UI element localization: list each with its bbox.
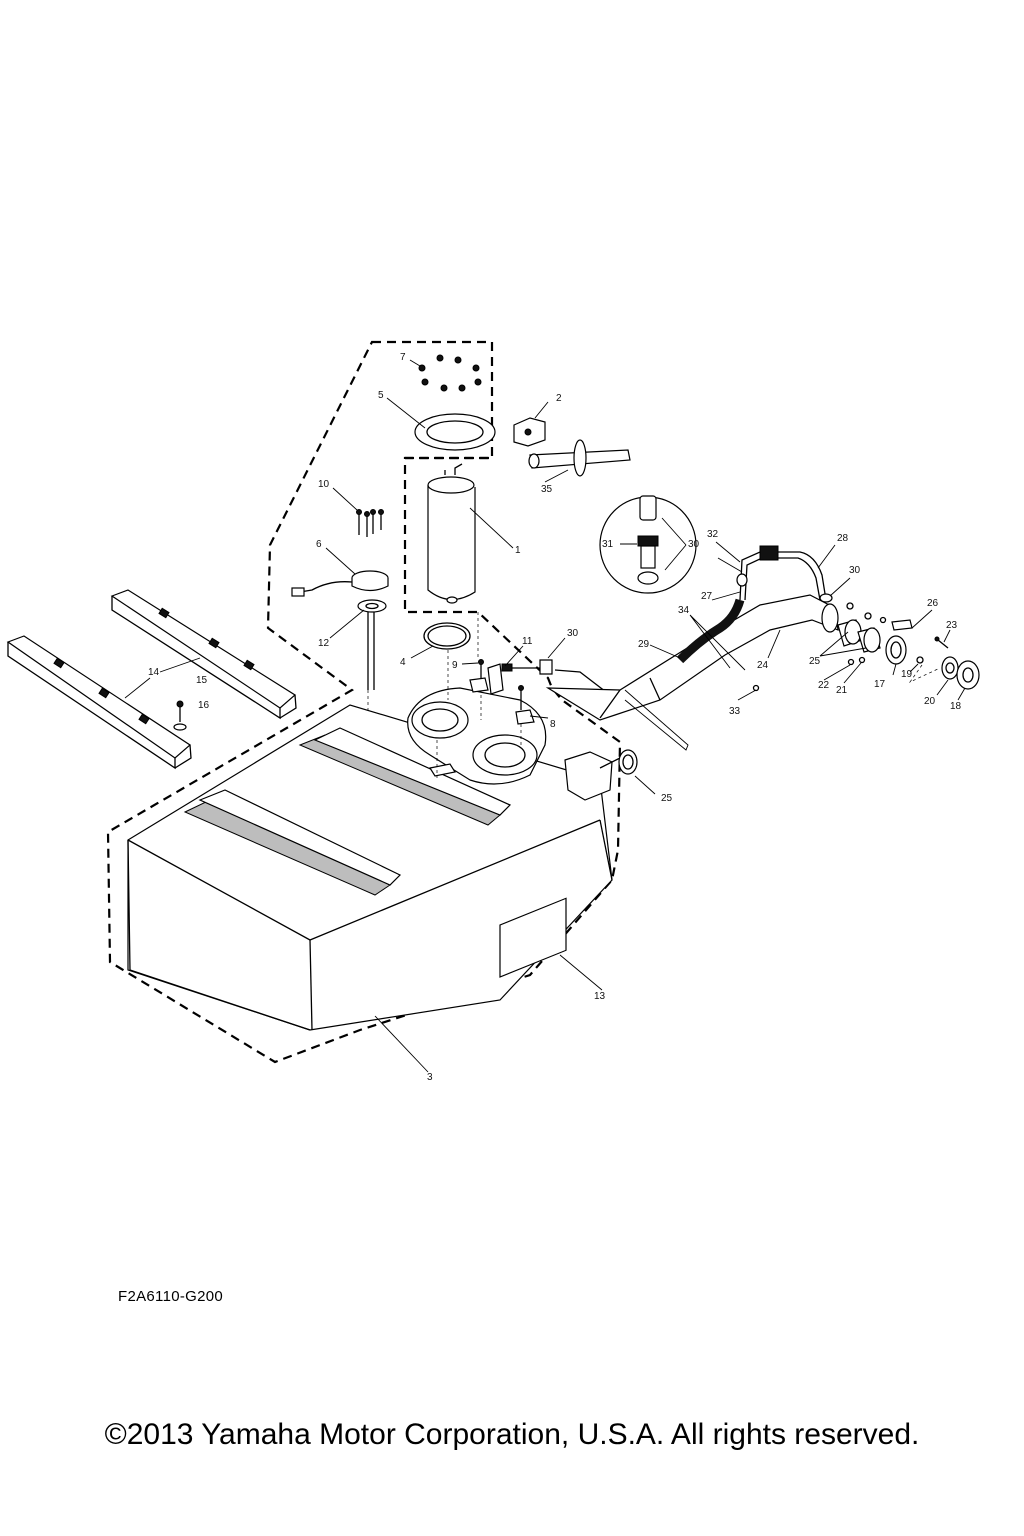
callout-23: 23 xyxy=(946,620,958,631)
callout-5: 5 xyxy=(378,390,384,401)
callout-6: 6 xyxy=(316,539,322,550)
part-24-filler-pipe xyxy=(545,594,839,721)
callout-28: 28 xyxy=(837,533,849,544)
callout-14: 14 xyxy=(148,667,160,678)
fuel-tank xyxy=(127,704,621,1031)
callout-27: 27 xyxy=(701,591,713,602)
part-34-hose xyxy=(676,598,745,664)
mounting-plate xyxy=(407,687,547,785)
callout-2: 2 xyxy=(556,393,562,404)
callout-31: 31 xyxy=(602,539,614,550)
leader-lines xyxy=(124,359,966,1073)
callout-29: 29 xyxy=(638,639,650,650)
callout-34: 34 xyxy=(678,605,690,616)
part-30-clamp-right xyxy=(819,593,887,624)
alignment-lines xyxy=(367,612,522,778)
callout-13: 13 xyxy=(594,991,606,1002)
part-9-screw xyxy=(469,659,489,693)
assembly-boundary xyxy=(106,340,622,1064)
callout-30b: 30 xyxy=(849,565,861,576)
callout-labels: 1 2 3 4 5 6 7 8 9 10 11 12 13 14 15 16 1… xyxy=(148,352,962,1083)
callout-32: 32 xyxy=(707,529,719,540)
part-33-screw xyxy=(752,684,760,692)
part-19-chain xyxy=(908,656,941,683)
part-18-cap xyxy=(956,660,980,690)
part-17-neck xyxy=(885,635,907,665)
part-27-32-hose xyxy=(736,545,827,601)
callout-30a: 30 xyxy=(688,539,700,550)
part-30-clamp-upper xyxy=(539,659,553,675)
callout-21: 21 xyxy=(836,685,848,696)
callout-17: 17 xyxy=(874,679,886,690)
callout-1: 1 xyxy=(515,545,521,556)
part-35-pipe xyxy=(528,439,631,477)
callout-20: 20 xyxy=(924,696,936,707)
callout-3: 3 xyxy=(427,1072,433,1083)
callout-30c: 30 xyxy=(567,628,579,639)
part-5-retainer xyxy=(414,413,496,451)
part-21-22-washers xyxy=(847,656,866,666)
callout-7: 7 xyxy=(400,352,406,363)
callout-9: 9 xyxy=(452,660,458,671)
part-1-fuel-pump xyxy=(427,463,476,604)
part-13-label xyxy=(499,897,567,978)
callout-18: 18 xyxy=(950,701,962,712)
callout-16: 16 xyxy=(198,700,210,711)
part-25-hoses xyxy=(837,619,881,653)
detail-inset xyxy=(599,495,697,594)
copyright-notice: ©2013 Yamaha Motor Corporation, U.S.A. A… xyxy=(104,1418,920,1451)
part-2-clip xyxy=(513,417,546,447)
callout-24: 24 xyxy=(757,660,769,671)
part-23-screw xyxy=(934,636,949,649)
callout-26: 26 xyxy=(927,598,939,609)
part-4-o-ring xyxy=(423,622,471,650)
callout-11: 11 xyxy=(522,636,533,647)
callout-10: 10 xyxy=(318,479,330,490)
callout-33: 33 xyxy=(729,706,741,717)
part-15-16-bolt-washer xyxy=(173,700,187,731)
callout-4: 4 xyxy=(400,657,406,668)
part-14-bracket-lower xyxy=(6,635,192,770)
part-7-bolts xyxy=(418,354,482,392)
diagram-code: F2A6110-G200 xyxy=(118,1288,224,1305)
callout-19: 19 xyxy=(901,669,913,680)
callout-8: 8 xyxy=(550,719,556,730)
part-14-bracket-upper xyxy=(110,589,297,720)
part-25-clamp-lower xyxy=(618,749,638,775)
callout-15: 15 xyxy=(196,675,208,686)
callout-12: 12 xyxy=(318,638,330,649)
callout-25a: 25 xyxy=(809,656,821,667)
callout-25b: 25 xyxy=(661,793,673,804)
part-10-screws xyxy=(356,509,384,537)
part-11-valve xyxy=(487,663,540,695)
callout-35: 35 xyxy=(541,484,553,495)
part-6-sender xyxy=(291,570,389,597)
part-8-fitting xyxy=(515,685,535,725)
part-12-gasket-and-rod xyxy=(357,599,387,690)
callout-22: 22 xyxy=(818,680,830,691)
part-26-bolt xyxy=(891,619,913,631)
part-20-seal xyxy=(941,656,959,680)
